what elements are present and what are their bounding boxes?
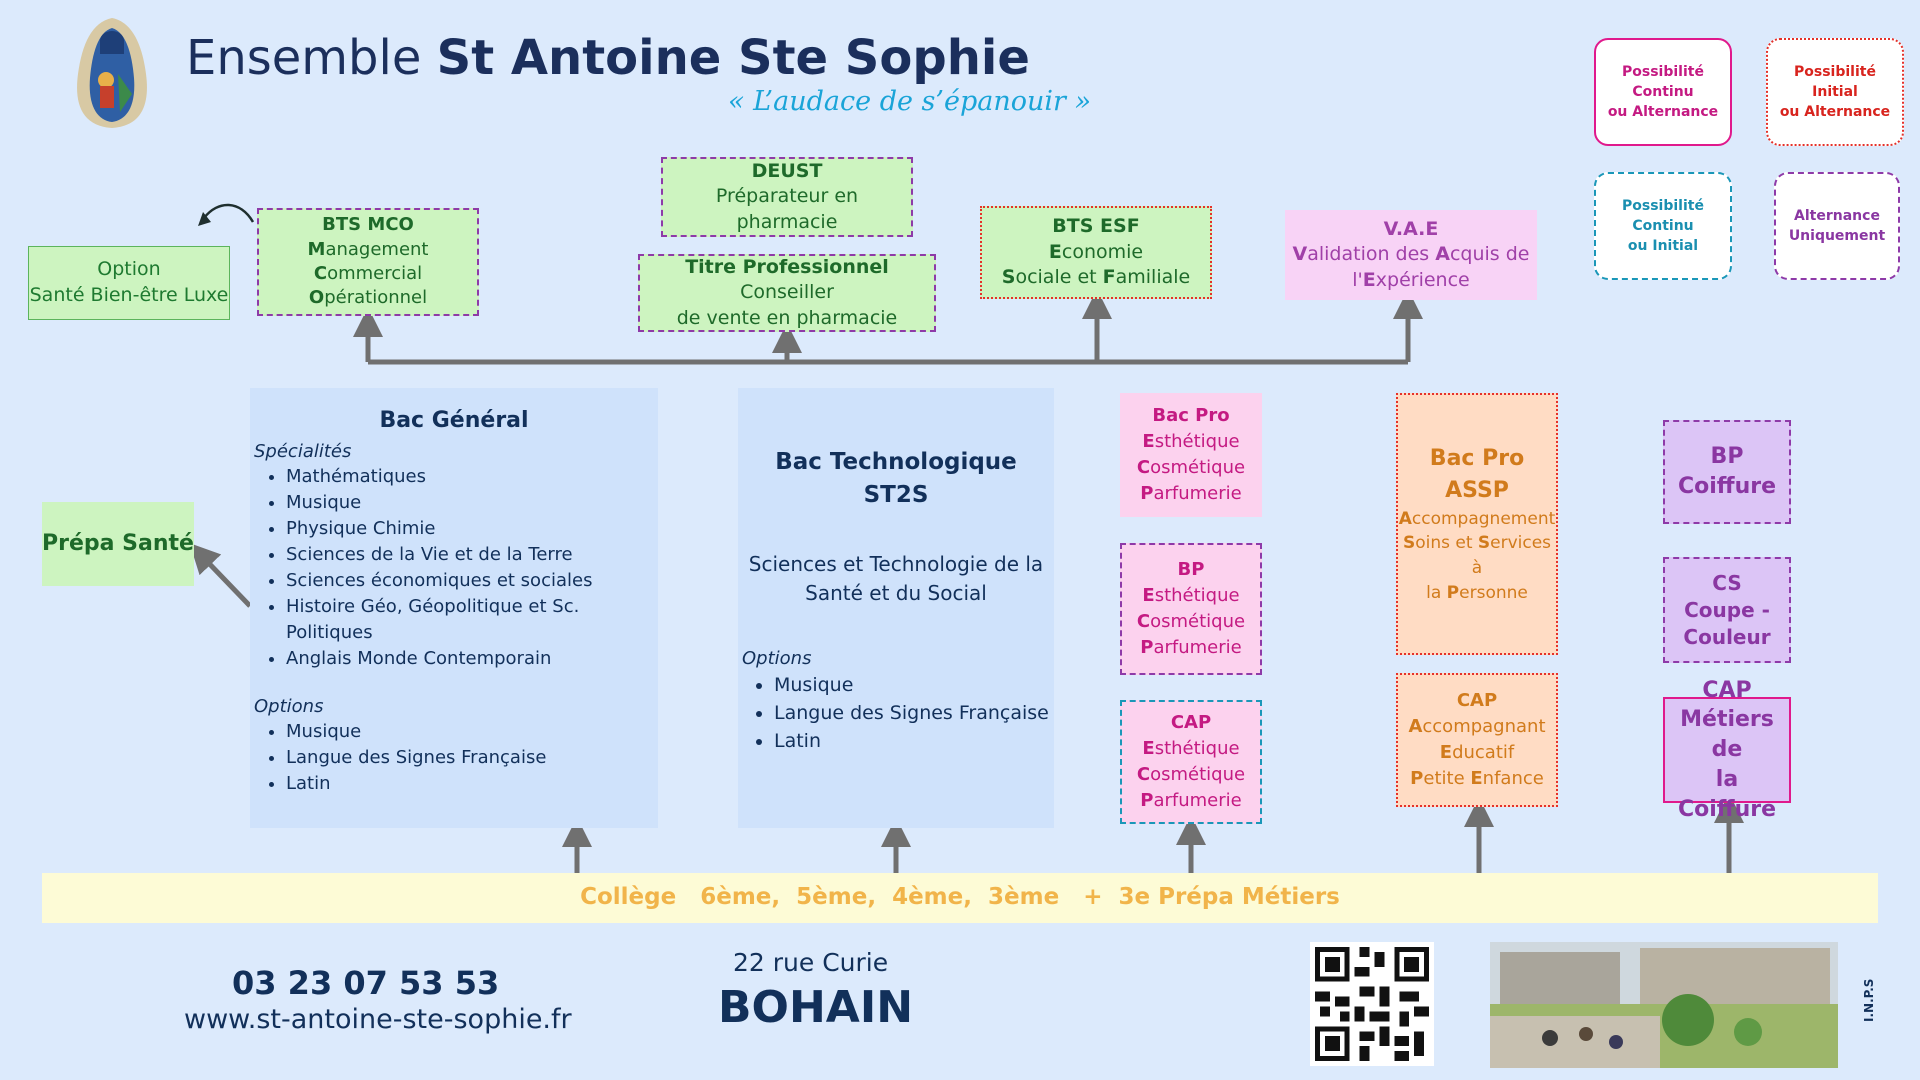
bp-esthetique-box: BP Esthétique Cosmétique Parfumerie [1120, 543, 1262, 675]
page-title: Ensemble St Antoine Ste Sophie [186, 30, 1030, 86]
specialites-label: Spécialités [254, 441, 352, 462]
cap-esthetique-box: CAP Esthétique Cosmétique Parfumerie [1120, 700, 1262, 824]
list-item: Physique Chimie [286, 516, 654, 542]
madonna-logo-icon [77, 18, 147, 128]
phone-number[interactable]: 03 23 07 53 53 [232, 964, 500, 1002]
bts-mco-box: BTS MCO Management Commercial Opérationn… [257, 208, 479, 316]
options-list: Musique Langue des Signes Française Lati… [742, 671, 1050, 755]
cap-aepe-box: CAP Accompagnant Educatif Petite Enfance [1396, 673, 1558, 807]
deust-box: DEUST Préparateur en pharmacie [661, 157, 913, 237]
school-photo [1490, 942, 1838, 1068]
curved-arrow-to-option [203, 203, 255, 223]
bac-general-title: Bac Général [379, 408, 529, 433]
list-item: Sciences économiques et sociales [286, 568, 654, 594]
options-label: Options [254, 696, 324, 717]
list-item: Latin [774, 727, 1050, 755]
city-name: BOHAIN [718, 982, 914, 1033]
options-label: Options [742, 648, 812, 669]
bac-techno-description: Sciences et Technologie de la Santé et d… [748, 552, 1044, 605]
list-item: Musique [286, 719, 654, 745]
list-item: Musique [286, 490, 654, 516]
college-bar: Collège 6ème, 5ème, 4ème, 3ème + 3e Prép… [42, 873, 1878, 923]
prepa-sante-box: Prépa Santé [42, 502, 194, 586]
list-item: Histoire Géo, Géopolitique et Sc. Politi… [286, 594, 654, 646]
bac-pro-esthetique-box: Bac Pro Esthétique Cosmétique Parfumerie [1120, 393, 1262, 517]
bac-pro-assp-box: Bac Pro ASSP Accompagnement Soins et Ser… [1396, 393, 1558, 655]
list-item: Langue des Signes Française [774, 699, 1050, 727]
bac-general-box: Bac Général Spécialités Mathématiques Mu… [250, 388, 658, 828]
options-list: Musique Langue des Signes Française Lati… [254, 719, 654, 797]
inps-label: I.N.P.S [1862, 978, 1876, 1022]
list-item: Musique [774, 671, 1050, 699]
qr-code-icon[interactable] [1310, 942, 1434, 1066]
vae-box: V.A.E Validation des Acquis de l'Expérie… [1285, 210, 1537, 300]
titre-professionnel-box: Titre Professionnel Conseiller de vente … [638, 254, 936, 332]
website-link[interactable]: www.st-antoine-ste-sophie.fr [184, 1004, 572, 1035]
list-item: Anglais Monde Contemporain [286, 646, 654, 672]
list-item: Mathématiques [286, 464, 654, 490]
specialites-list: Mathématiques Musique Physique Chimie Sc… [254, 464, 654, 672]
street-address: 22 rue Curie [733, 948, 889, 977]
slogan: « L’audace de s’épanouir » [728, 86, 1092, 117]
arrow-to-prepa-sante [189, 543, 252, 608]
bts-esf-box: BTS ESF Economie Sociale et Familiale [980, 206, 1212, 299]
list-item: Sciences de la Vie et de la Terre [286, 542, 654, 568]
list-item: Langue des Signes Française [286, 745, 654, 771]
list-item: Latin [286, 771, 654, 797]
